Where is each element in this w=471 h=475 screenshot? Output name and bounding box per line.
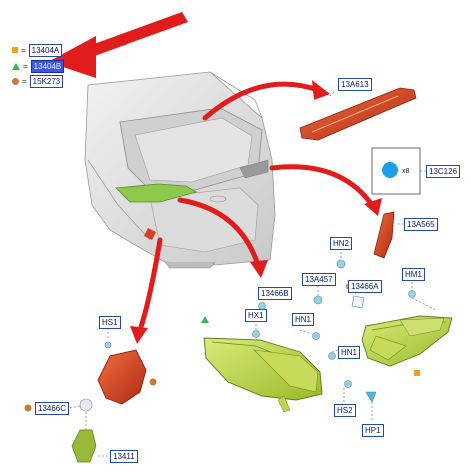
legend-code[interactable]: 15K273 (29, 74, 64, 88)
part-label-hp1[interactable]: HP1 (362, 424, 384, 437)
part-label-hs1[interactable]: HS1 (99, 316, 121, 329)
pointer-arrow (48, 12, 188, 78)
part-label-hx1[interactable]: HX1 (245, 309, 267, 322)
triangle-marker-icon (12, 62, 20, 70)
part-label-13466A[interactable]: 13466A (348, 280, 382, 293)
part-label-13A613[interactable]: 13A613 (338, 78, 372, 91)
fastener-pack (371, 147, 421, 195)
square-marker-icon (12, 47, 18, 53)
part-label-hs2[interactable]: HS2 (334, 404, 356, 417)
legend-row-circle: = 15K273 (12, 74, 64, 88)
part-label-13411[interactable]: 13411 (110, 450, 138, 463)
tail-lamp-inner (361, 315, 453, 367)
part-label-hn1[interactable]: HN1 (338, 346, 361, 359)
reflector-bracket (373, 211, 395, 259)
callout-arrowheads (130, 80, 382, 344)
legend-row-square: = 13404A (12, 43, 63, 57)
part-label-hn2[interactable]: HN2 (330, 237, 353, 250)
fastener-count: x8 (402, 168, 410, 175)
legend-row-triangle: = 13404B (12, 59, 65, 73)
part-label-13466C[interactable]: 13466C (35, 402, 70, 415)
callout-arrows (137, 81, 375, 333)
part-label-hm1[interactable]: HM1 (402, 268, 425, 281)
part-label-13C126[interactable]: 13C126 (426, 165, 461, 178)
high-mount-stop-lamp (299, 87, 417, 141)
legend-code-highlighted[interactable]: 13404B (30, 59, 65, 73)
rear-fog-lamp (71, 349, 147, 463)
part-label-13466B[interactable]: 13466B (258, 287, 292, 300)
circle-marker-icon (12, 77, 19, 85)
part-label-13A565[interactable]: 13A565 (404, 218, 438, 231)
part-label-hn1[interactable]: HN1 (292, 313, 315, 326)
legend-code[interactable]: 13404A (28, 43, 63, 57)
part-label-13A457[interactable]: 13A457 (302, 273, 336, 286)
tail-lamp-outer (203, 337, 323, 413)
